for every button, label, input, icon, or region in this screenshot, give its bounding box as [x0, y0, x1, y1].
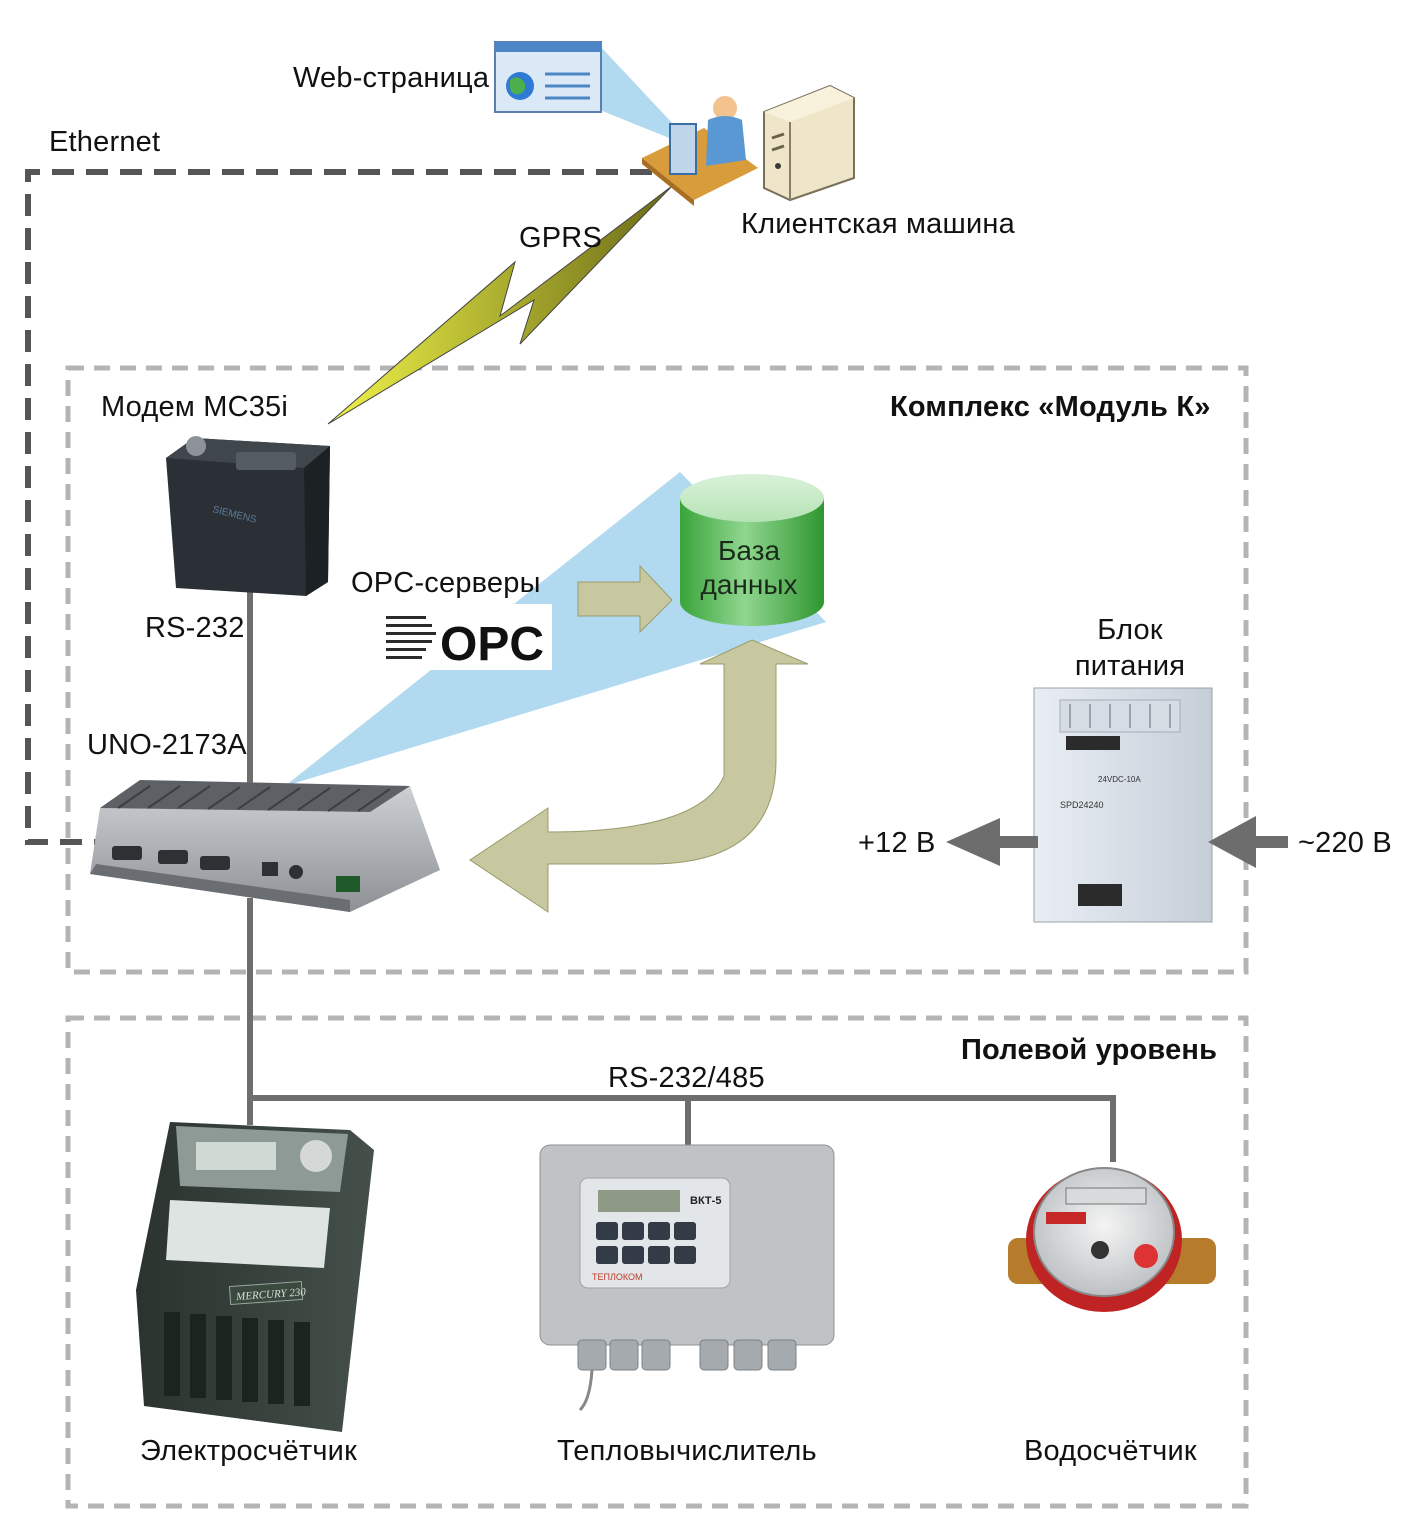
psu-rating: 24VDC-10A — [1098, 775, 1141, 784]
database-cylinder — [680, 474, 824, 626]
psu-model: SPD24240 — [1060, 800, 1104, 810]
gprs-label: GPRS — [519, 222, 602, 254]
heat-calculator-label: Тепловычислитель — [557, 1435, 817, 1467]
heat-calc-brand: ТЕПЛОКОМ — [592, 1272, 643, 1282]
uno-label: UNO-2173A — [87, 729, 247, 761]
output-12v-arrow — [946, 818, 1038, 866]
complex-frame — [65, 365, 1249, 975]
meter-brand: MERCURY 230 — [235, 1286, 307, 1303]
db-to-uno-arrow — [469, 639, 809, 913]
workstation-icon — [642, 96, 758, 206]
electric-meter-label: Электросчётчик — [140, 1435, 357, 1467]
web-page-icon — [494, 41, 690, 142]
ac220v-label: ~220 В — [1298, 827, 1392, 859]
modem-device: SIEMENS — [166, 436, 330, 596]
opc-to-db-arrow — [577, 564, 673, 634]
power-supply: SPD24240 24VDC-10A — [1033, 687, 1213, 923]
web-page-label: Web-страница — [293, 62, 490, 94]
opc-logo-text: OPC — [440, 618, 544, 671]
modem-label: Модем MC35i — [101, 391, 289, 423]
server-icon — [763, 84, 855, 202]
water-meter — [1008, 1167, 1216, 1312]
input-220v-arrow — [1208, 816, 1288, 868]
database-label-line1: База — [717, 535, 781, 566]
rs232-485-label: RS-232/485 — [608, 1062, 765, 1094]
rs232-label: RS-232 — [145, 612, 245, 644]
plus12v-label: +12 В — [858, 827, 936, 859]
uno-computer — [90, 780, 440, 912]
field-level-title: Полевой уровень — [961, 1034, 1218, 1066]
power-supply-label-line2: питания — [1074, 650, 1186, 682]
ethernet-line — [25, 169, 652, 845]
power-supply-label-line1: Блок — [1097, 614, 1163, 646]
rs485-bus — [250, 1095, 1116, 1162]
opc-servers-label: OPC-серверы — [351, 567, 541, 599]
heat-calculator: ВКТ-5 ТЕПЛОКОМ — [539, 1144, 835, 1412]
heat-calc-model: ВКТ-5 — [690, 1195, 721, 1207]
database-label: База данных — [675, 534, 823, 602]
electric-meter: MERCURY 230 — [136, 1122, 374, 1432]
water-meter-label: Водосчётчик — [1024, 1435, 1197, 1467]
complex-title: Комплекс «Модуль К» — [890, 391, 1211, 423]
client-machine-label: Клиентская машина — [741, 208, 1015, 240]
ethernet-label: Ethernet — [49, 126, 161, 158]
database-label-line2: данных — [700, 569, 798, 600]
gprs-bolt — [327, 185, 673, 425]
opc-logo: OPC — [376, 604, 552, 671]
